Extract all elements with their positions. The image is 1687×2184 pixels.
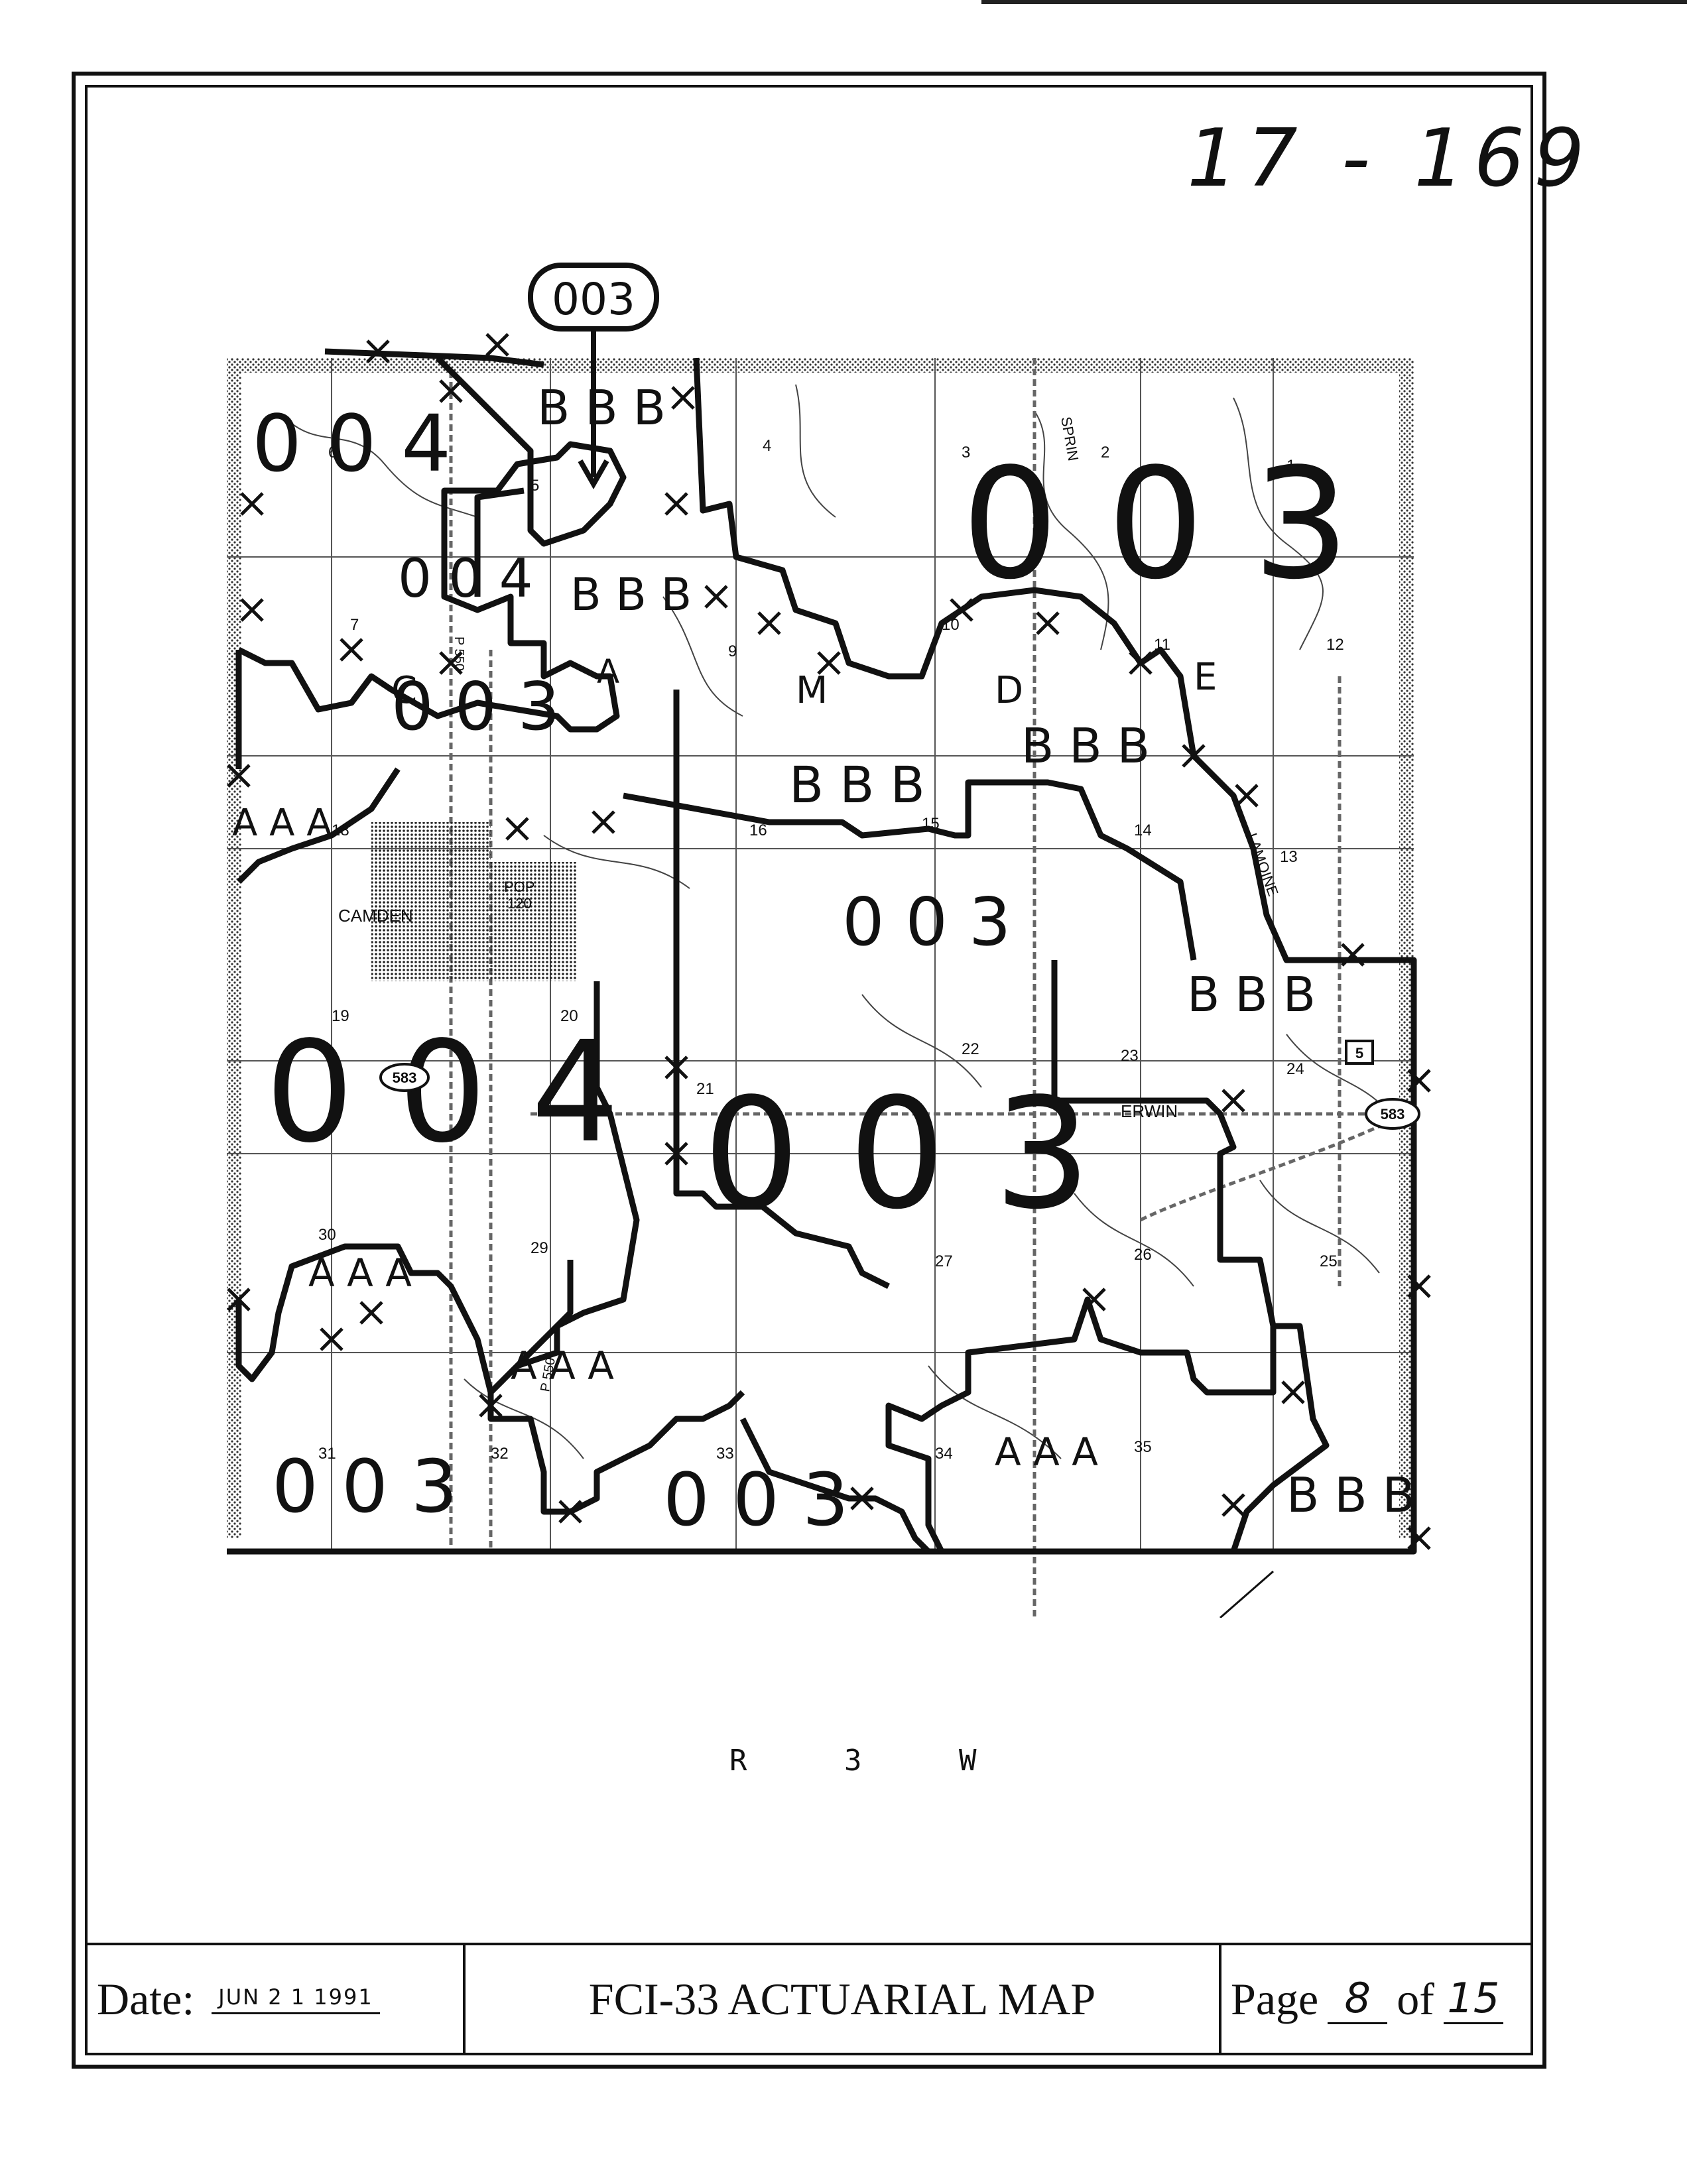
section-15: 15: [922, 815, 940, 833]
section-24: 24: [1286, 1060, 1304, 1078]
outer-frame: [72, 72, 1546, 2069]
section-13: 13: [1280, 848, 1298, 866]
class-c: C: [391, 669, 417, 712]
section-35: 35: [1134, 1438, 1152, 1456]
footer-row: Date: JUN 2 1 1991 FCI-33 ACTUARIAL MAP …: [88, 1943, 1531, 2053]
section-6: 6: [328, 444, 337, 461]
range-label: R 3 W: [729, 1744, 1017, 1778]
zone-004-northwest: 0 0 4: [252, 398, 451, 489]
section-21: 21: [696, 1080, 714, 1098]
class-e: E: [1194, 656, 1217, 699]
top-edge-rule: [981, 0, 1687, 4]
class-a: A: [597, 652, 619, 691]
section-grid: [227, 358, 1414, 1551]
section-30: 30: [318, 1226, 336, 1244]
section-25: 25: [1320, 1252, 1338, 1270]
section-23: 23: [1121, 1047, 1139, 1065]
class-bbb-center: B B B: [789, 755, 925, 814]
section-7: 7: [350, 616, 359, 634]
date-stamp: JUN 2 1 1991: [212, 1984, 380, 2014]
section-19: 19: [332, 1007, 349, 1025]
section-5: 5: [531, 477, 539, 495]
class-aaa-west: A A A: [232, 802, 332, 845]
place-camden: CAMDEN: [338, 906, 413, 926]
place-pop: POP: [504, 879, 534, 895]
zone-boundaries: [227, 348, 1417, 1555]
class-bbb-top: B B B: [537, 380, 666, 436]
zone-003-southeast: 0 0 3: [663, 1457, 849, 1542]
class-bbb-southeast: B B B: [1286, 1467, 1415, 1523]
pop-area: [491, 862, 577, 981]
zone-003-northeast: 0 0 3: [962, 436, 1349, 613]
section-1: 1: [1286, 457, 1295, 475]
date-label: Date:: [97, 1973, 195, 2024]
section-11: 11: [1154, 636, 1170, 654]
class-m: M: [796, 669, 828, 712]
zone-003-far-southwest: 0 0 3: [272, 1444, 458, 1529]
section-3: 3: [962, 444, 970, 461]
section-32: 32: [491, 1445, 509, 1463]
route-shields: [379, 1040, 1420, 1130]
route-583-west-label: 583: [393, 1069, 417, 1086]
streams: [284, 384, 1400, 1459]
place-lamoine: LAMOINE: [1243, 831, 1281, 898]
zone-003-center: 0 0 3: [842, 883, 1011, 961]
class-aaa-southwest: A A A: [308, 1250, 412, 1296]
page-number: 8: [1328, 1974, 1388, 2024]
circled-zone-marker: [528, 263, 659, 490]
zone-004-southwest: 0 0 4: [265, 1011, 619, 1174]
class-bbb-d: B B B: [1021, 718, 1150, 774]
section-29: 29: [531, 1239, 548, 1257]
class-d: D: [995, 669, 1023, 712]
place-pop-value: 120: [507, 895, 532, 912]
boundary-x-marks: [227, 333, 1431, 1550]
section-9: 9: [728, 642, 737, 660]
section-20: 20: [560, 1007, 578, 1025]
zone-003-south: 0 0 3: [703, 1066, 1091, 1243]
section-4: 4: [763, 437, 771, 455]
camden-town-area: [371, 822, 491, 981]
page-total: 15: [1443, 1974, 1503, 2024]
zone-004-mid: 0 0 4: [398, 548, 533, 609]
section-33: 33: [716, 1445, 734, 1463]
zone-003-west: 0 0 3: [391, 668, 560, 745]
circled-zone-label: 003: [552, 274, 635, 325]
section-22: 22: [962, 1040, 979, 1058]
class-bbb-east: B B B: [1187, 967, 1316, 1022]
section-16: 16: [749, 821, 767, 839]
page-label: Page: [1231, 1973, 1319, 2024]
section-27: 27: [935, 1252, 953, 1270]
footer-title-cell: FCI-33 ACTUARIAL MAP: [466, 1945, 1221, 2053]
route-583-east-label: 583: [1381, 1106, 1405, 1122]
inner-frame: [85, 85, 1533, 2055]
route-5-label: 5: [1355, 1045, 1363, 1062]
section-31: 31: [318, 1445, 336, 1463]
section-2: 2: [1101, 444, 1109, 461]
place-erwin: ERWIN: [1121, 1101, 1178, 1121]
section-14: 14: [1134, 821, 1152, 839]
footer-date-cell: Date: JUN 2 1 1991: [88, 1945, 466, 2053]
section-18: 18: [332, 821, 349, 839]
class-aaa-34: A A A: [995, 1429, 1098, 1475]
township-map: 003 0 0 4 0 0 4 0 0 3 0 0 3 0 0 3 0 0 4 …: [199, 252, 1472, 1618]
stray-mark: [1219, 1570, 1274, 1618]
of-label: of: [1397, 1973, 1434, 2024]
map-number: 17 - 169: [1187, 113, 1594, 205]
class-bbb-northwest: B B B: [570, 569, 692, 621]
route-550-north: P 550: [452, 637, 466, 671]
section-34: 34: [935, 1445, 953, 1463]
footer-page-cell: Page 8 of 15: [1221, 1945, 1528, 2053]
map-title: FCI-33 ACTUARIAL MAP: [588, 1973, 1096, 2024]
section-26: 26: [1134, 1246, 1152, 1264]
section-12: 12: [1326, 636, 1344, 654]
class-aaa-29: A A A: [511, 1343, 614, 1388]
section-10: 10: [942, 616, 960, 634]
